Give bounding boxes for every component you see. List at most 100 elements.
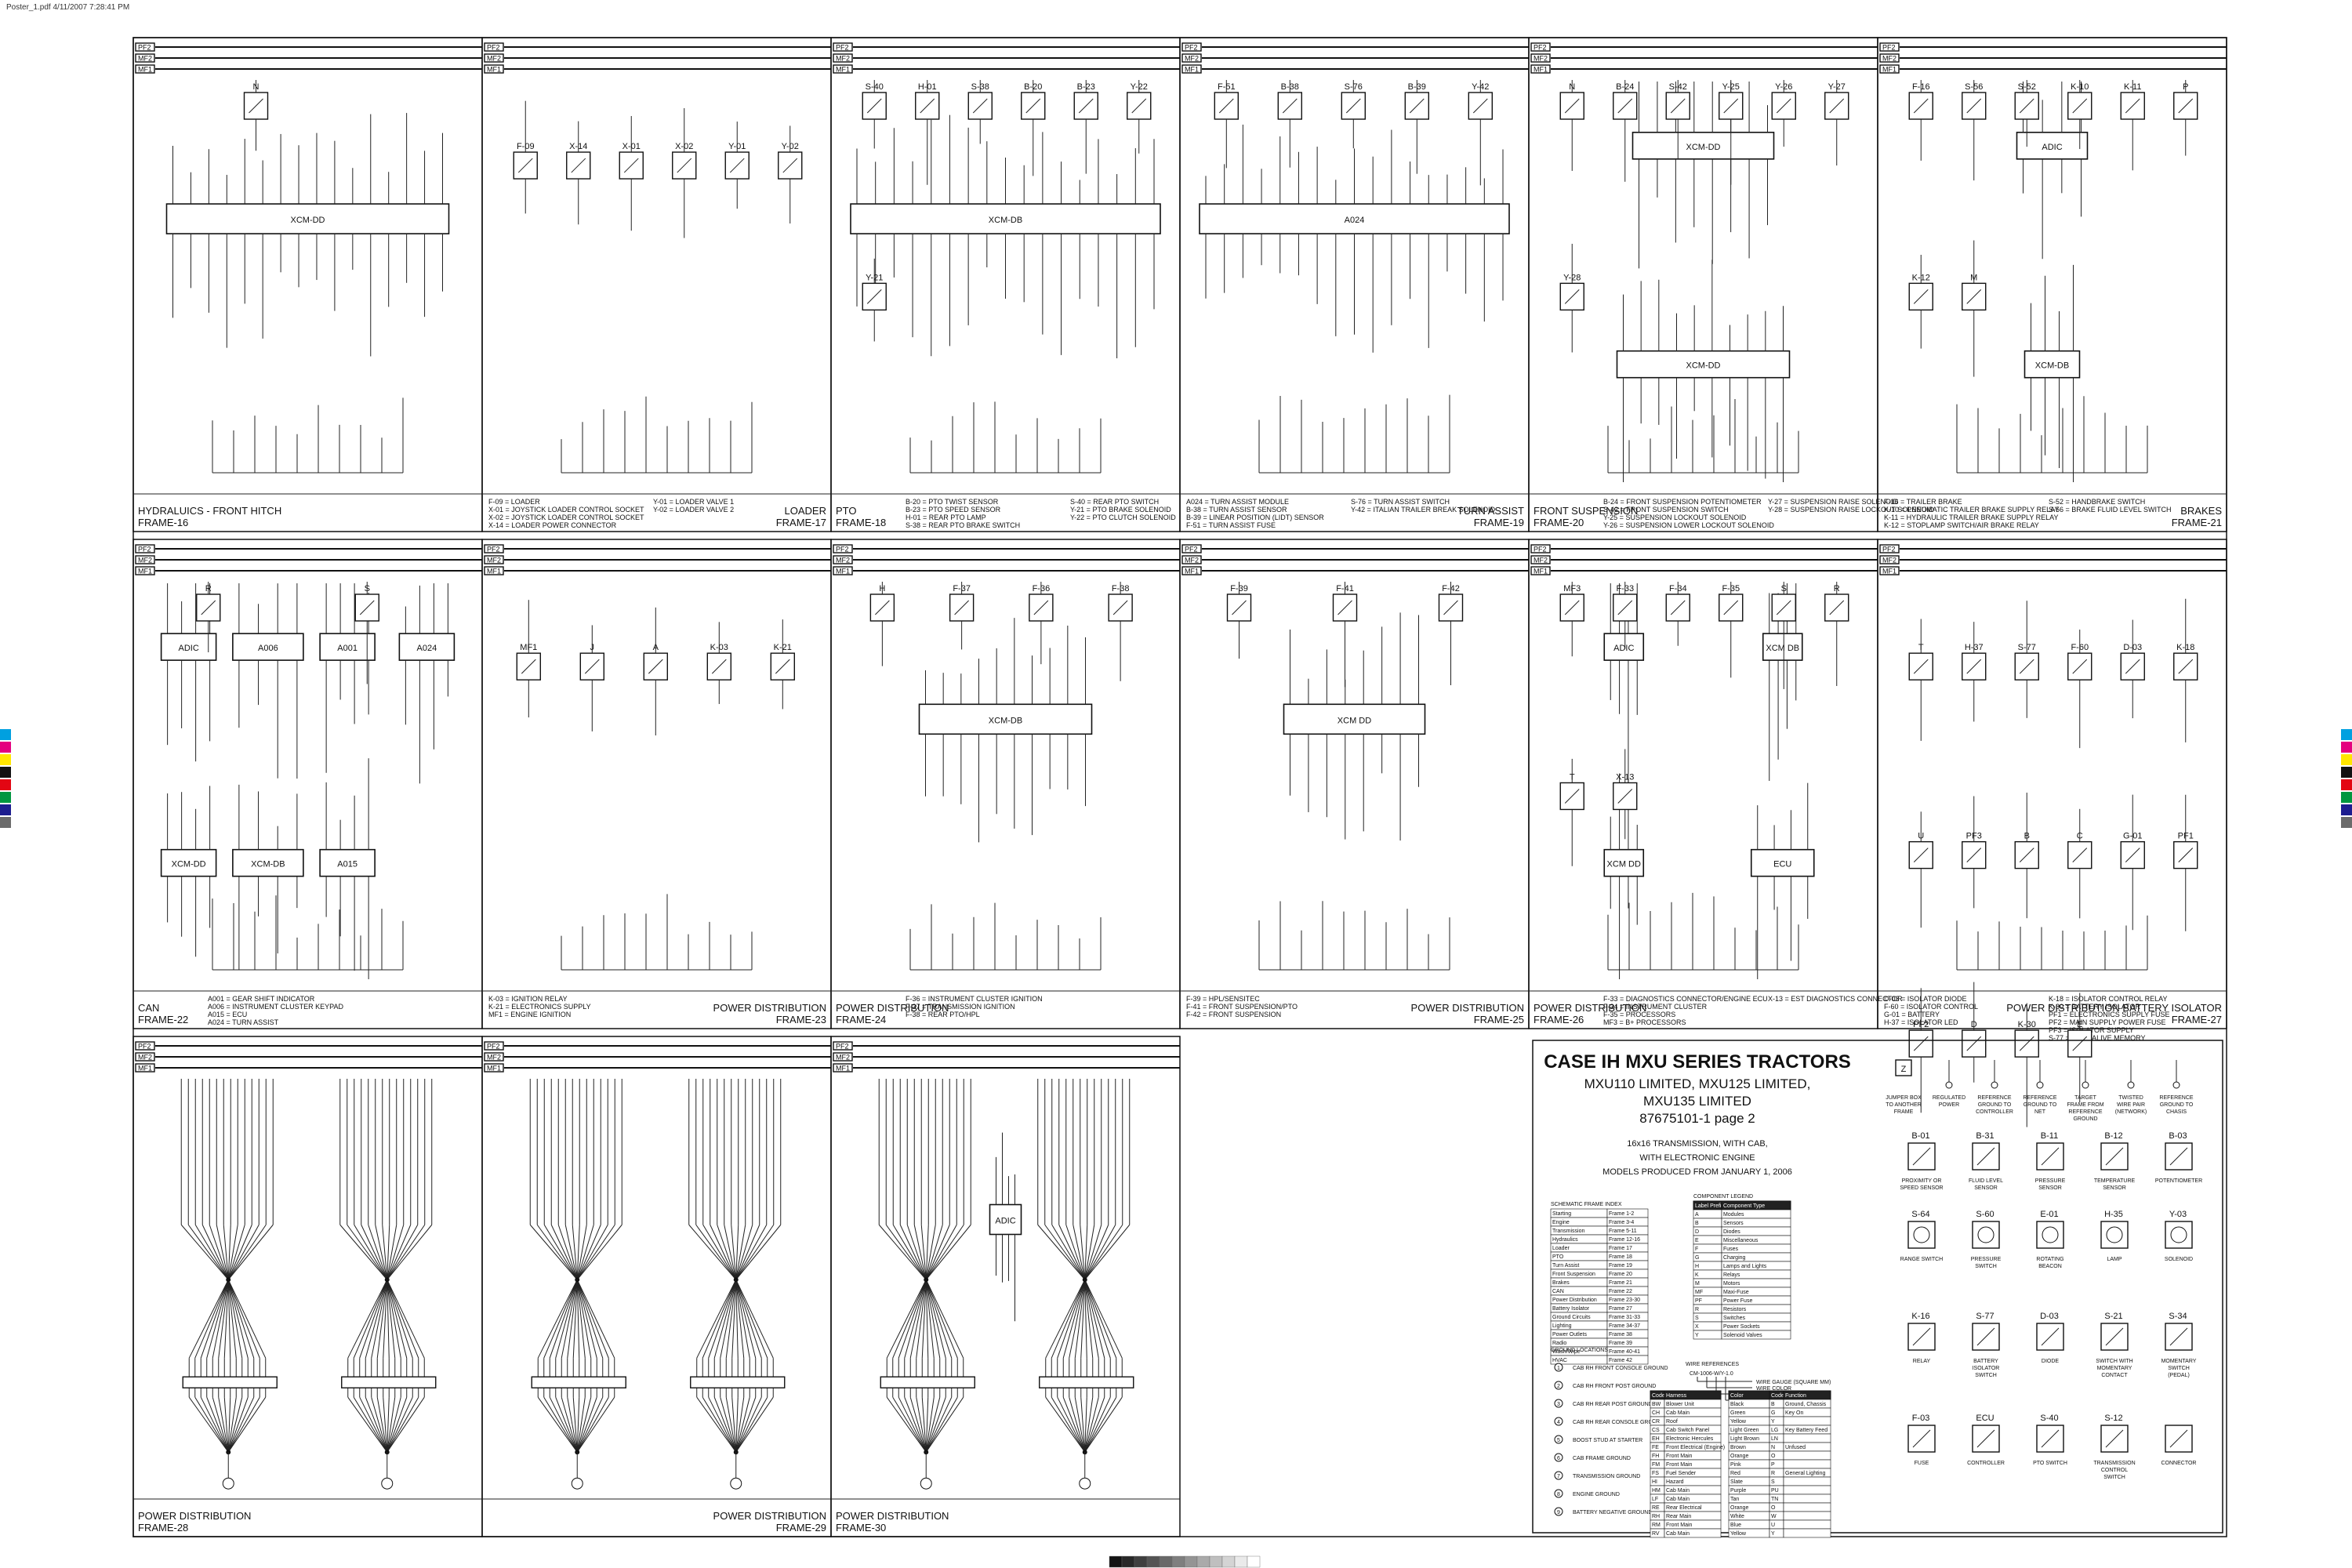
frame-index-cell-text: Frame 21 [1609,1280,1632,1286]
wire [212,1397,229,1453]
component-symbol-mark [1670,98,1686,114]
bus-rail-label: MF1 [487,1065,501,1073]
frame-index-cell-text: Wash/Wipe [1552,1349,1581,1355]
symbol-key-label: BEACON [2038,1264,2062,1269]
harness-codes-cell-text: FS [1652,1471,1659,1476]
controller-block [1632,132,1775,160]
component-symbol-mark [1913,659,1929,674]
symbol-key-glyph-inner [2169,1147,2188,1166]
bus-rail-tag [833,42,853,52]
frame-number: FRAME-19 [1474,517,1524,528]
wire [576,1279,604,1359]
controller-block-label: ADIC [178,644,198,653]
component-symbol-mark [1078,98,1094,114]
wire [1084,1397,1094,1453]
frame-legend-entry: PF2 = MAIN SUPPLY POWER FUSE [2049,1018,2165,1026]
wire [1084,1279,1094,1359]
wire [194,1396,229,1453]
wire [735,1225,760,1280]
component-symbol-mark [1338,600,1352,615]
frame-legend-entry: X-14 = LOADER POWER CONNECTOR [488,521,617,529]
wire [1057,1279,1086,1359]
wire [925,1396,964,1453]
wire [1065,1225,1086,1280]
bus-rail-label: MF1 [1185,568,1199,575]
connector-strip [1039,1376,1134,1388]
wire-colors-cell-text: Ground, Chassis [1785,1402,1827,1407]
wire [576,1224,622,1280]
wire [550,1225,578,1280]
wire [227,1397,237,1453]
component-symbol-mark [2019,1036,2034,1051]
bus-rail-tag [1530,42,1551,52]
harness-codes-cell-text: RH [1652,1514,1660,1519]
wire [921,1279,927,1359]
controller-block-label: XCM-DB [2035,361,2069,371]
wire [735,1279,768,1359]
wire-colors-cell-text: TN [1771,1497,1778,1502]
frame-index-cell-text: Starting [1552,1211,1571,1217]
wire [227,1225,231,1280]
component-legend-cell-text: H [1695,1264,1699,1269]
symbol-key-label: ROTATING [2036,1257,2063,1262]
component-symbol-mark [1966,848,1982,862]
symbol-key-glyph-inner [2042,1226,2059,1243]
frame-number: FRAME-21 [2172,517,2222,528]
bus-rail-label: MF1 [138,568,152,575]
harness-codes-cell-text: BW [1652,1402,1661,1407]
frame-legend-entry: F-36 = INSTRUMENT CLUSTER IGNITION [906,995,1043,1003]
frame-legend-entry: F-34 = INSTRUMENT CLUSTER [1603,1003,1708,1011]
wire [567,1397,578,1453]
wire [361,1225,388,1280]
gray-scale-step [1247,1555,1261,1568]
wire [925,1396,958,1453]
wire-colors-cell-text: O [1771,1505,1776,1511]
controller-block-label: ADIC [2042,143,2062,152]
bus-rail-label: PF2 [487,546,500,554]
harness-codes-cell-text: Hazard [1666,1479,1684,1485]
wire [223,1279,229,1359]
ground-symbol [381,1477,394,1490]
wire [387,1396,413,1453]
frame-title: FRONT SUSPENSION [1534,505,1638,517]
symbol-key-label: FUSE [1915,1461,1929,1466]
wire [886,1396,927,1453]
wire [576,1396,604,1453]
frame-border [1877,37,2227,532]
wire [925,1279,941,1359]
wire [376,1397,388,1453]
registration-swatch-left [0,767,11,778]
ground-location-label: ENGINE GROUND [1573,1492,1620,1497]
harness-codes-cell-text: Cab Main [1666,1410,1690,1416]
wire [194,1279,229,1359]
wire-colors-cell-text: Key Battery Feed [1785,1428,1828,1433]
symbol-key-label: REFERENCE [1977,1095,2012,1101]
wire [702,1396,737,1453]
frame-index-cell-text: Frame 1-2 [1609,1211,1634,1217]
wire [916,1279,927,1359]
bus-rail-label: MF2 [836,557,850,564]
wire [735,1397,745,1453]
component-legend-cell-text: A [1695,1212,1699,1218]
component-symbol-mark [866,289,882,304]
symbol-key-designator: B-12 [2104,1131,2122,1141]
component-symbol-mark [677,158,692,173]
wire [576,1225,580,1280]
controller-block [232,633,304,661]
wire [878,1224,927,1280]
symbol-key-item: CONNECTOR [2161,1425,2196,1466]
wire [387,1397,390,1453]
frame-legend-entry: MF3 = B+ PROCESSORS [1603,1018,1686,1026]
harness-codes-cell-text: HM [1652,1488,1661,1494]
component-symbol-mark [1025,98,1041,114]
component-symbol [1771,593,1796,622]
wire [892,1279,927,1359]
gray-scale-step [1134,1555,1148,1568]
bus-rail-label: MF1 [487,568,501,575]
frame-border [1877,539,2227,1029]
wire [387,1225,405,1280]
